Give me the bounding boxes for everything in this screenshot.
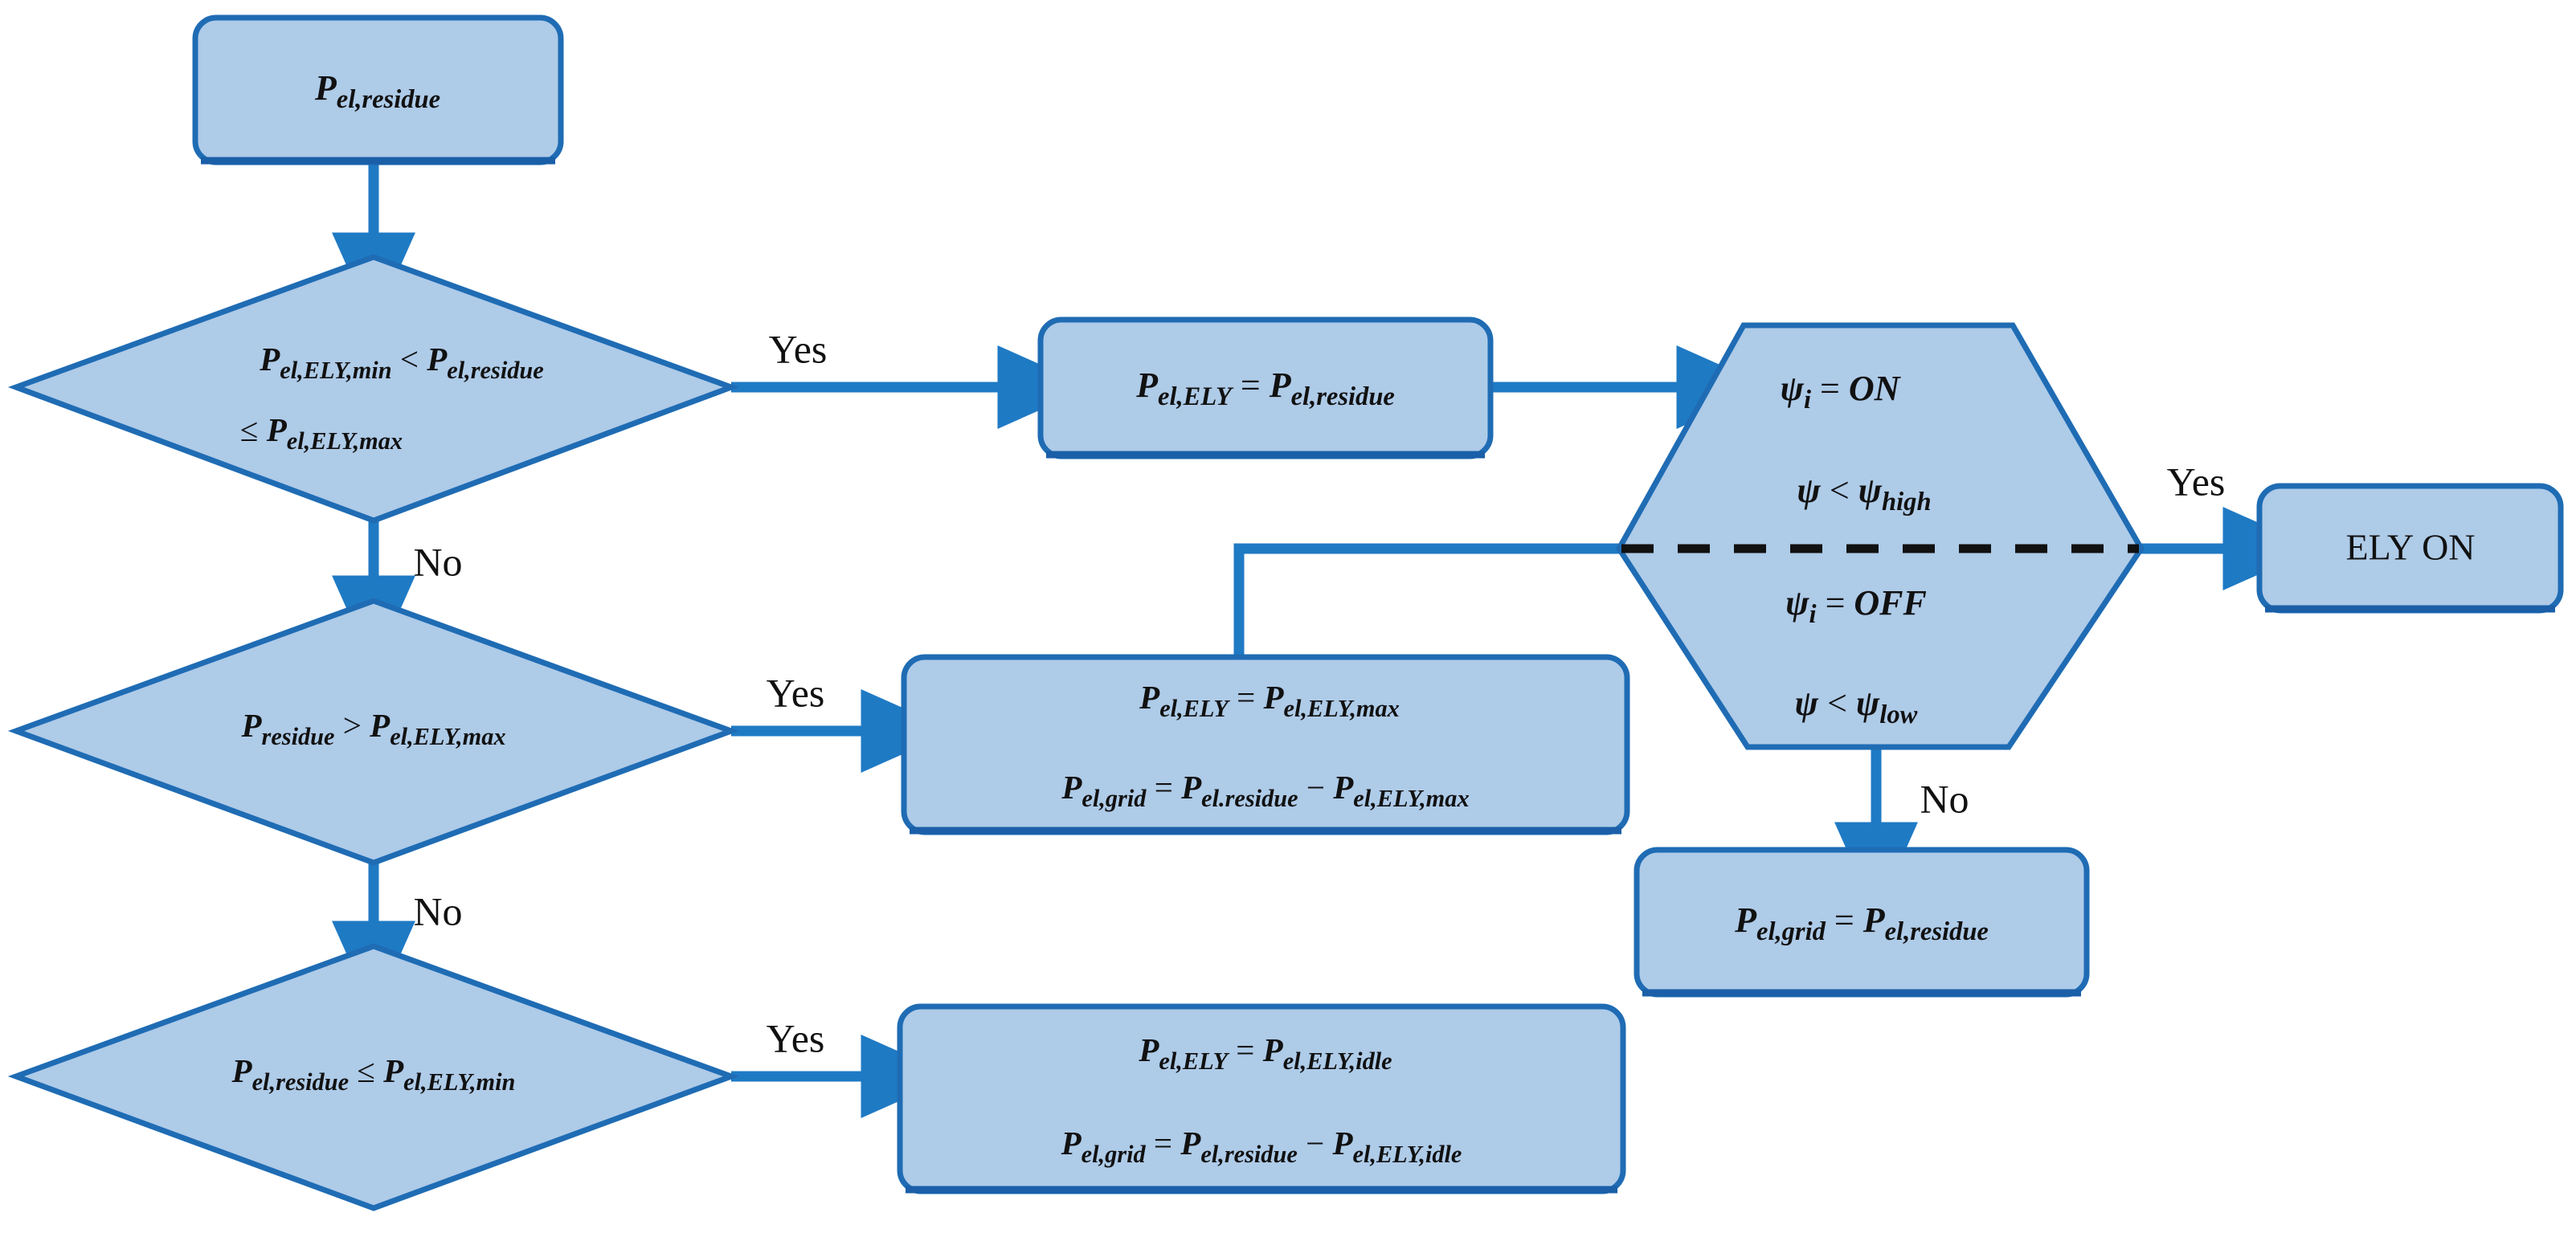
- node-decision-over-max-label: Presidue > Pel,ELY,max: [240, 707, 505, 750]
- node-assign-residue-label: Pel,ELY = Pel,residue: [1135, 365, 1395, 411]
- node-assign-idle-line2: Pel,grid = Pel,residue − Pel,ELY,idle: [1061, 1125, 1462, 1168]
- node-grid-residue[interactable]: Pel,grid = Pel,residue: [1634, 847, 2090, 998]
- node-decision-range[interactable]: Pel,ELY,min < Pel,residue ≤ Pel,ELY,max: [7, 254, 740, 524]
- edge-label-no-over-max: No: [413, 888, 462, 933]
- node-assign-max[interactable]: Pel,ELY = Pel,ELY,max Pel,grid = Pel.res…: [901, 654, 1630, 835]
- node-hysteresis-line2: ψ < ψhigh: [1797, 471, 1931, 516]
- node-hysteresis-hexagon[interactable]: ψi = ON ψ < ψhigh ψi = OFF ψ < ψlow: [1615, 322, 2145, 750]
- node-hysteresis-line1: ψi = ON: [1781, 369, 1902, 414]
- edge-label-yes-over-max: Yes: [767, 670, 825, 715]
- node-assign-max-line2: Pel,grid = Pel.residue − Pel,ELY,max: [1061, 769, 1469, 812]
- node-hysteresis-line4: ψ < ψlow: [1795, 684, 1918, 729]
- node-start-label: Pel,residue: [314, 68, 440, 114]
- edge-label-no-range: No: [413, 539, 462, 584]
- node-assign-idle-line1: Pel,ELY = Pel,ELY,idle: [1138, 1031, 1392, 1075]
- node-ely-on-label: ELY ON: [2345, 527, 2475, 568]
- node-ely-on[interactable]: ELY ON: [2256, 483, 2564, 614]
- node-decision-under-min[interactable]: Pel,residue ≤ Pel,ELY,min: [7, 943, 740, 1211]
- edge-label-no-hexagon: No: [1920, 776, 1969, 821]
- node-assign-residue[interactable]: Pel,ELY = Pel,residue: [1037, 316, 1494, 459]
- node-grid-residue-label: Pel,grid = Pel,residue: [1734, 900, 1989, 946]
- edge-label-yes-under-min: Yes: [767, 1015, 825, 1060]
- node-decision-under-min-label: Pel,residue ≤ Pel,ELY,min: [231, 1052, 516, 1096]
- node-decision-range-line2: ≤ Pel,ELY,max: [240, 411, 403, 455]
- node-assign-max-line1: Pel,ELY = Pel,ELY,max: [1139, 679, 1400, 722]
- node-hysteresis-line3: ψi = OFF: [1785, 583, 1927, 629]
- edge-label-yes-range: Yes: [769, 326, 828, 371]
- node-start[interactable]: Pel,residue: [192, 14, 564, 165]
- edge-label-layer: Yes Yes Yes Yes No No No: [413, 326, 2225, 1060]
- node-decision-over-max[interactable]: Presidue > Pel,ELY,max: [7, 598, 740, 866]
- edge-label-yes-hexagon: Yes: [2167, 459, 2226, 504]
- node-assign-idle[interactable]: Pel,ELY = Pel,ELY,idle Pel,grid = Pel,re…: [897, 1003, 1626, 1194]
- node-decision-range-line1: Pel,ELY,min < Pel,residue: [259, 341, 544, 384]
